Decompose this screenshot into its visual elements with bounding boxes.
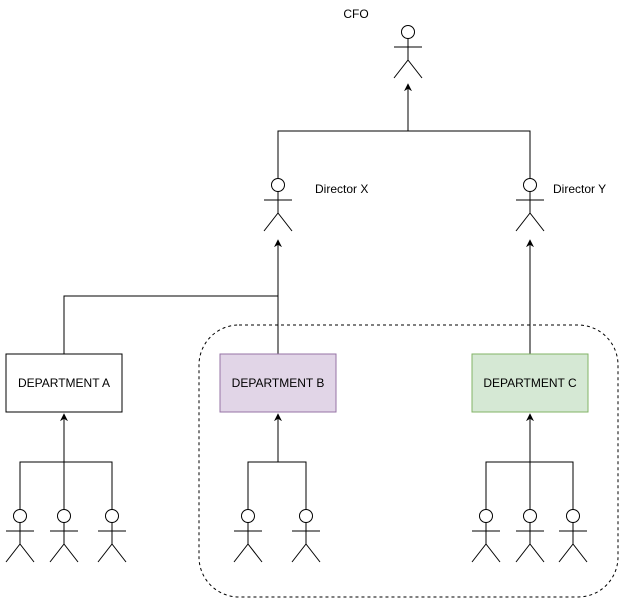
dept-b-staff-2-person-icon — [291, 509, 321, 563]
director-x-label: Director X — [315, 182, 368, 196]
department-c-box: DEPARTMENT C — [471, 353, 589, 413]
dept-b-staff-bracket — [247, 461, 307, 510]
department-a-to-director-x-connector — [63, 295, 278, 354]
department-a-label: DEPARTMENT A — [18, 376, 110, 390]
dept-a-staff-3-person-icon — [97, 509, 127, 563]
director-x-person-icon — [263, 178, 293, 232]
dept-a-staff-2-person-icon — [49, 509, 79, 563]
cfo-label: CFO — [343, 7, 368, 21]
director-x-to-cfo-connector — [277, 83, 412, 178]
dashed-group-container — [198, 324, 619, 598]
dept-a-staff-bracket — [19, 461, 113, 510]
director-y-person-icon — [515, 178, 545, 232]
dept-c-staff-1-person-icon — [471, 509, 501, 563]
department-a-box: DEPARTMENT A — [5, 353, 123, 413]
dept-b-staff-1-person-icon — [233, 509, 263, 563]
dept-c-staff-3-person-icon — [558, 509, 588, 563]
department-c-label: DEPARTMENT C — [483, 376, 577, 390]
department-b-box: DEPARTMENT B — [219, 353, 337, 413]
dept-c-staff-2-person-icon — [515, 509, 545, 563]
director-y-to-cfo-connector — [408, 130, 531, 178]
director-y-label: Director Y — [553, 182, 606, 196]
department-b-label: DEPARTMENT B — [232, 376, 325, 390]
dept-a-staff-1-person-icon — [5, 509, 35, 563]
cfo-person-icon — [393, 25, 423, 79]
